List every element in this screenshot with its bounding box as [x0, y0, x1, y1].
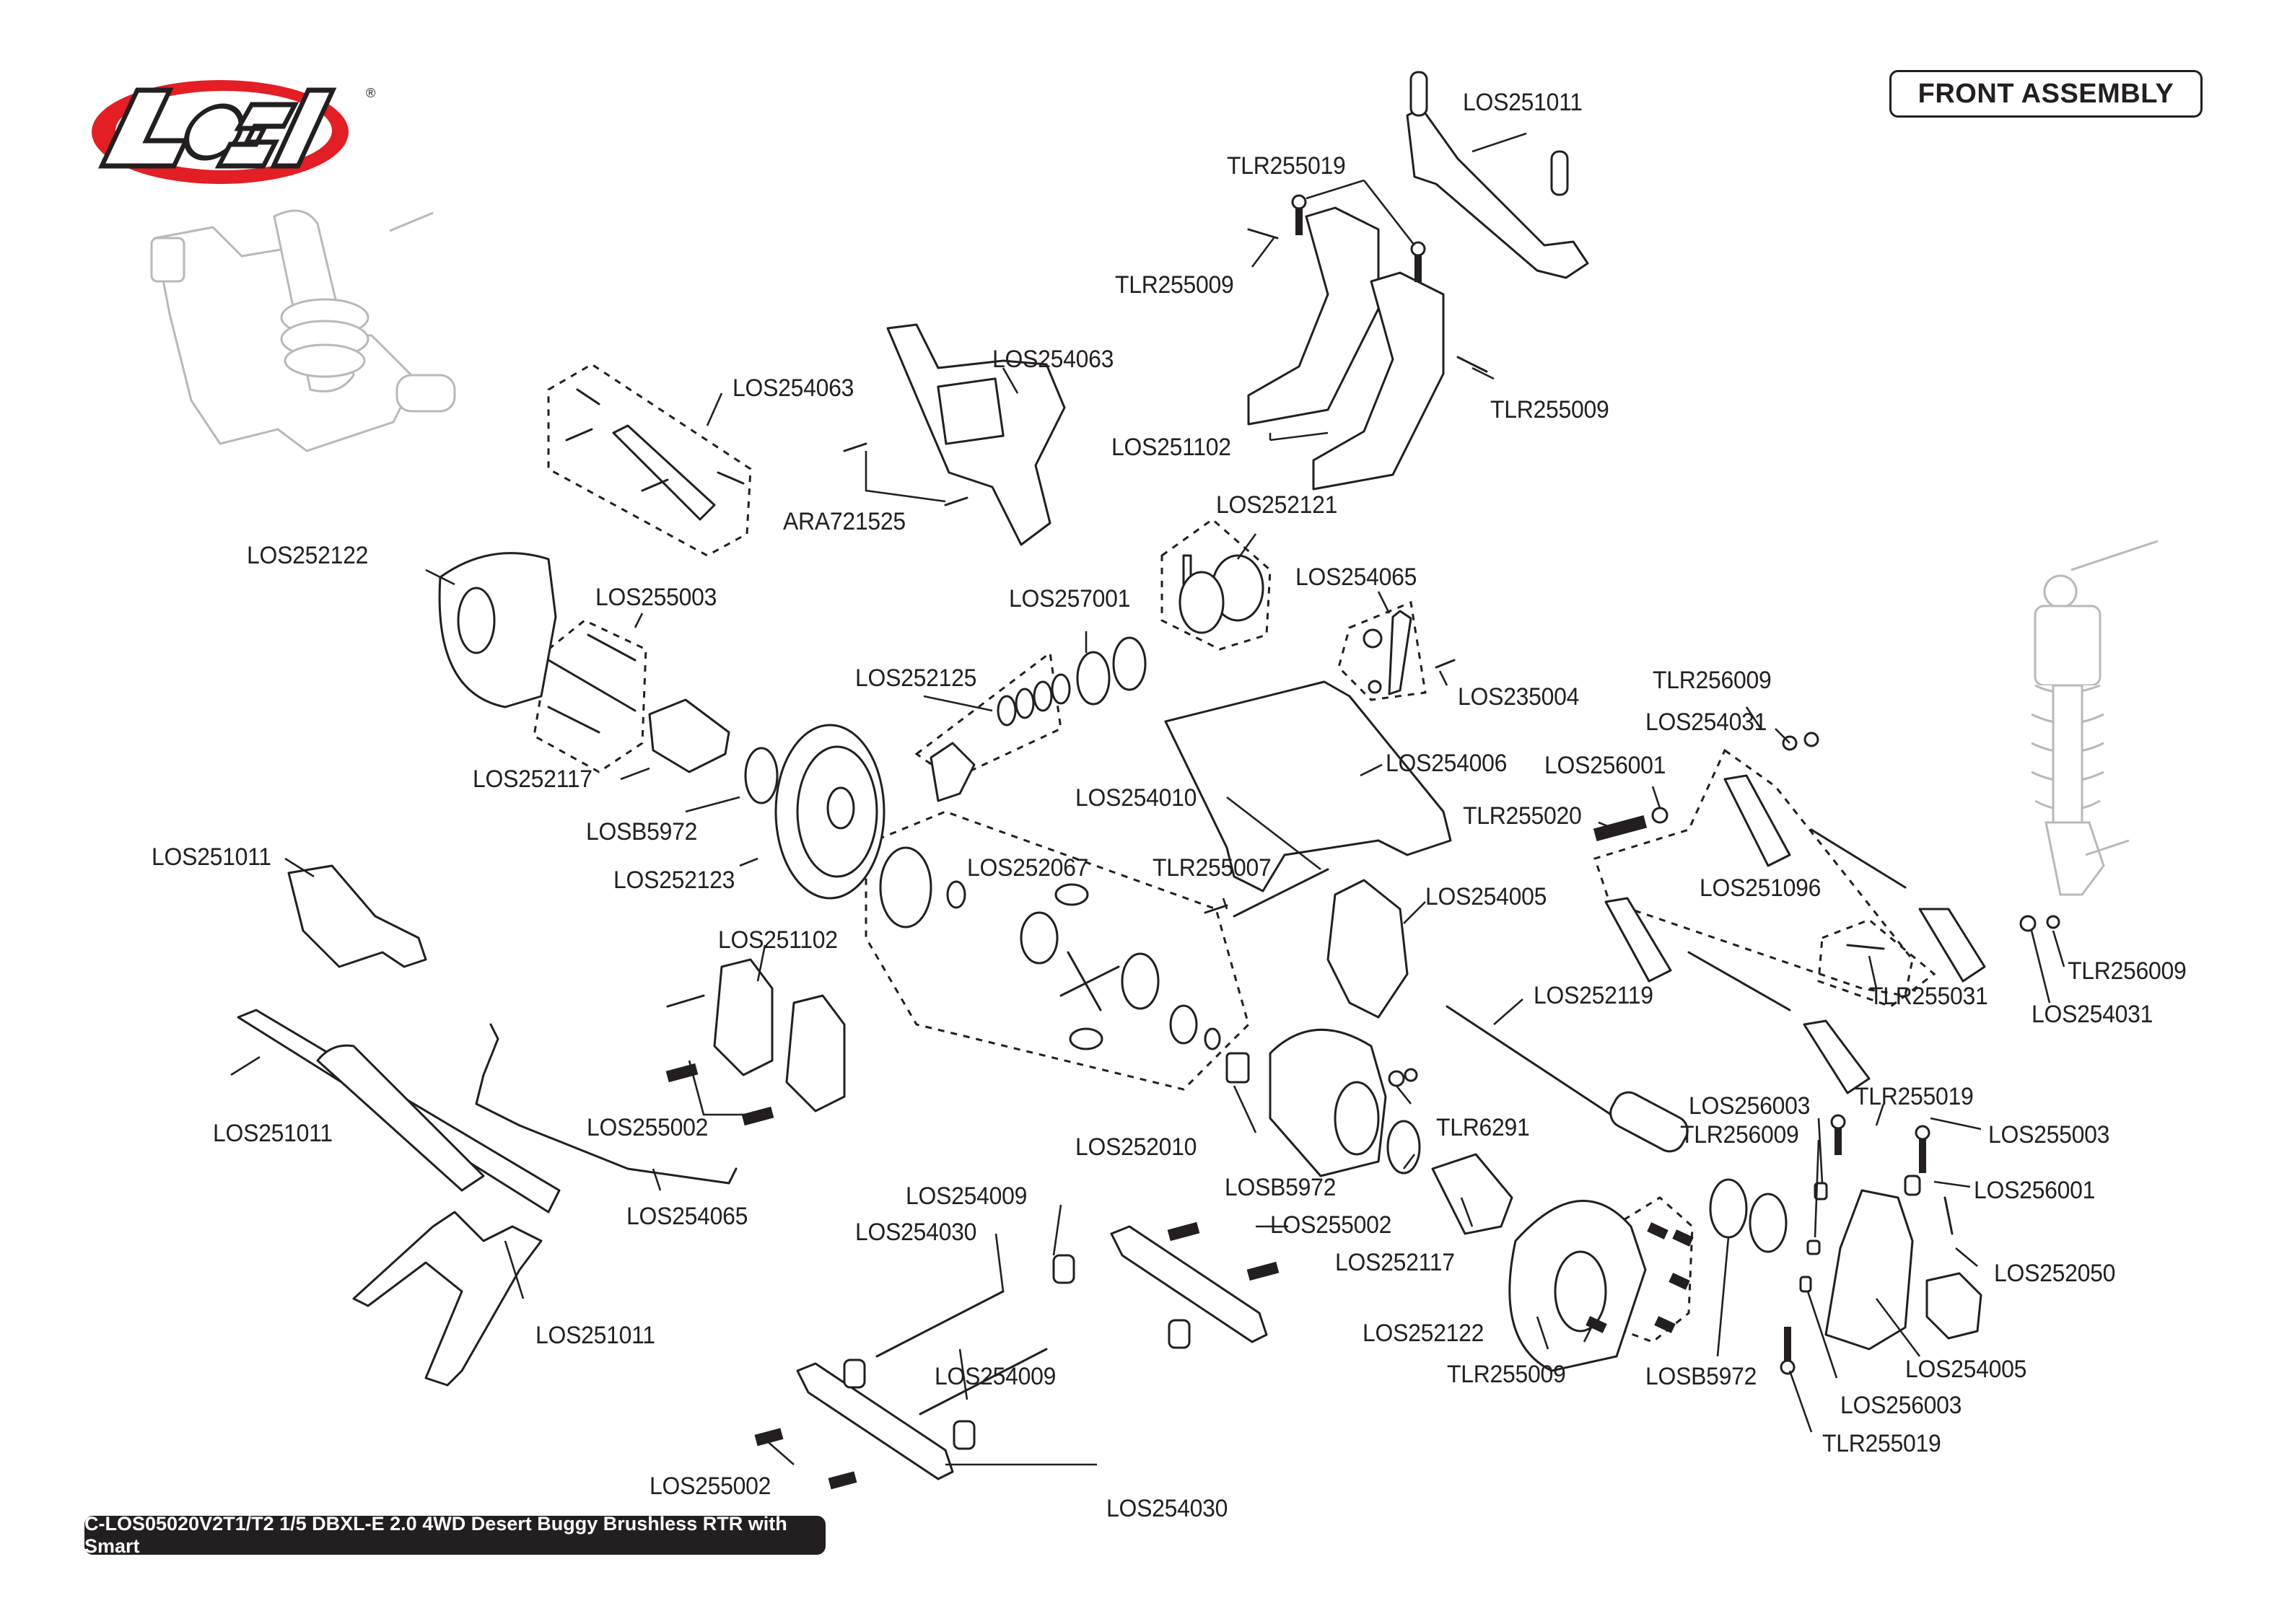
part-label: LOS252117	[473, 765, 592, 793]
part-label: LOS254031	[1645, 708, 1767, 736]
part-label: LOS251011	[535, 1322, 655, 1349]
group-outline-6	[865, 810, 1250, 1091]
part-label: TLR255019	[1227, 152, 1346, 180]
part-label: LOSB5972	[1225, 1174, 1337, 1201]
part-label: TLR255020	[1463, 802, 1582, 830]
leader-lines	[230, 132, 2065, 1466]
group-outline-2	[533, 619, 647, 773]
part-label: TLR256009	[1680, 1121, 1799, 1149]
part-label: TLR255007	[1153, 854, 1272, 882]
part-label: TLR255009	[1115, 271, 1234, 299]
part-label: LOS255002	[650, 1472, 771, 1500]
part-label: LOS252123	[613, 866, 735, 894]
part-label: LOS252121	[1216, 491, 1338, 519]
part-label: LOS252117	[1335, 1249, 1455, 1276]
part-label: LOS252119	[1534, 982, 1653, 1009]
part-label: LOS252122	[1363, 1320, 1484, 1347]
product-footer-text: C-LOS05020V2T1/T2 1/5 DBXL-E 2.0 4WD Des…	[84, 1513, 787, 1557]
part-label: LOSB5972	[586, 818, 698, 846]
product-footer-bar: C-LOS05020V2T1/T2 1/5 DBXL-E 2.0 4WD Des…	[84, 1513, 826, 1557]
part-label: LOS257001	[1009, 585, 1131, 613]
part-label: LOS251102	[718, 926, 838, 954]
part-label: LOS256003	[1840, 1392, 1962, 1419]
part-label: LOS235004	[1458, 683, 1580, 711]
part-label: LOS254031	[2032, 1001, 2153, 1028]
registered-mark: ®	[366, 86, 375, 100]
part-label: LOS252122	[247, 542, 369, 569]
group-outline-7	[1593, 748, 1914, 997]
part-label: LOS252067	[967, 854, 1089, 882]
part-label: LOS251011	[152, 843, 271, 871]
part-glyphs	[237, 71, 2060, 1490]
shock-ghost	[2031, 540, 2159, 896]
part-label: TLR256009	[1653, 667, 1772, 694]
part-label: LOS254065	[1295, 563, 1417, 591]
assembly-title-badge: FRONT ASSEMBLY	[1889, 70, 2203, 118]
part-label: ARA721525	[783, 508, 906, 535]
part-label: TLR255019	[1822, 1430, 1941, 1457]
part-label: LOS252125	[855, 664, 977, 692]
part-label: TLR256009	[2068, 957, 2187, 985]
losi-logo: ®	[92, 80, 375, 184]
part-label: LOS254065	[626, 1203, 748, 1230]
part-label: LOS254005	[1425, 883, 1547, 910]
part-label: LOS252010	[1075, 1133, 1197, 1161]
part-label: LOS251011	[1463, 89, 1583, 116]
part-label: LOS254030	[1106, 1495, 1228, 1522]
part-label: TLR255031	[1869, 983, 1988, 1010]
group-outline-5	[1337, 600, 1427, 701]
part-label: LOS255002	[1270, 1211, 1392, 1239]
part-label: LOS256001	[1544, 752, 1666, 779]
part-label: LOS254005	[1905, 1356, 2027, 1383]
part-label: LOS255002	[587, 1114, 709, 1141]
part-label: LOS255003	[1988, 1121, 2110, 1149]
part-label: LOS254009	[935, 1363, 1057, 1390]
part-label: LOS254009	[906, 1182, 1028, 1210]
part-label: LOS252050	[1994, 1260, 2116, 1287]
part-label: TLR255009	[1447, 1361, 1566, 1388]
assembly-title: FRONT ASSEMBLY	[1917, 78, 2174, 109]
part-label: LOS254063	[733, 374, 854, 402]
part-label: LOSB5972	[1645, 1363, 1757, 1390]
part-label: LOS251011	[213, 1120, 333, 1147]
group-outline-8	[1817, 918, 1936, 1008]
part-label: LOS251102	[1111, 434, 1231, 461]
part-label: LOS251096	[1700, 874, 1822, 902]
part-label: LOS254030	[855, 1219, 977, 1246]
group-outline-3	[1160, 518, 1272, 651]
part-label: LOS256003	[1689, 1092, 1811, 1120]
part-label: TLR255019	[1855, 1083, 1974, 1110]
part-label: LOS255003	[595, 584, 717, 611]
part-label: TLR6291	[1436, 1114, 1530, 1141]
part-label: LOS254006	[1386, 750, 1508, 777]
part-label: TLR255009	[1490, 396, 1609, 423]
part-label: LOS254010	[1075, 784, 1197, 812]
reference-assembly-ghost	[150, 209, 456, 452]
group-outline-9	[1593, 1196, 1694, 1343]
part-label: LOS254063	[992, 346, 1114, 373]
part-label: LOS256001	[1974, 1177, 2096, 1204]
